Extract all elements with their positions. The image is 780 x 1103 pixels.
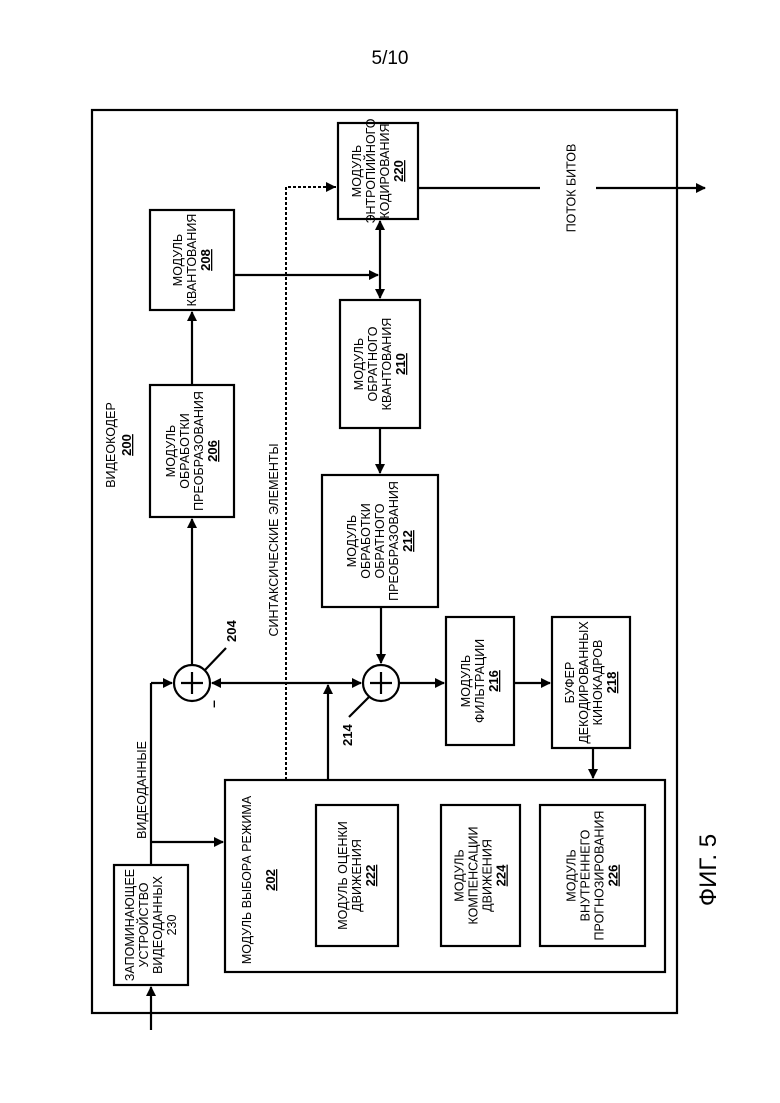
inverse-quantization-block: МОДУЛЬОБРАТНОГОКВАНТОВАНИЯ210 <box>340 300 420 428</box>
motion-compensation-block: МОДУЛЬКОМПЕНСАЦИИДВИЖЕНИЯ224 <box>441 805 520 946</box>
motion-compensation-block-ref: 224 <box>494 864 509 886</box>
inverse-quantization-block-label: МОДУЛЬ <box>352 338 366 390</box>
intra-prediction-block: МОДУЛЬВНУТРЕННЕГОПРОГНОЗИРОВАНИЯ226 <box>540 805 645 946</box>
motion-compensation-block-label: МОДУЛЬ <box>453 849 467 901</box>
inverse-quantization-block-label: ОБРАТНОГО <box>366 326 380 401</box>
inverse-transform-block-label: ОБРАТНОГО <box>373 503 387 578</box>
entropy-coding-block: МОДУЛЬЭНТРОПИЙНОГОКОДИРОВАНИЯ220 <box>338 118 418 223</box>
inverse-transform-block: МОДУЛЬОБРАБОТКИОБРАТНОГОПРЕОБРАЗОВАНИЯ21… <box>322 475 438 607</box>
video-memory-block: ЗАПОМИНАЮЩЕЕУСТРОЙСТВОВИДЕОДАННЫХ230 <box>114 865 188 985</box>
transform-block: МОДУЛЬОБРАБОТКИПРЕОБРАЗОВАНИЯ206 <box>150 385 234 517</box>
decoded-picture-buffer-block-label: БУФЕР <box>563 662 577 704</box>
motion-estimation-block: МОДУЛЬ ОЦЕНКИДВИЖЕНИЯ222 <box>316 805 398 946</box>
motion-estimation-block-label: ДВИЖЕНИЯ <box>350 839 364 912</box>
entropy-coding-block-label: ЭНТРОПИЙНОГО <box>363 118 378 223</box>
decoded-picture-buffer-block-label: ДЕКОДИРОВАННЫХ <box>577 621 591 744</box>
inverse-transform-block-label: ПРЕОБРАЗОВАНИЯ <box>387 481 401 601</box>
inverse-quantization-block-ref: 210 <box>393 353 408 375</box>
filter-block-ref: 216 <box>486 670 501 692</box>
decoded-picture-buffer-block-ref: 218 <box>604 672 619 694</box>
transform-block-ref: 206 <box>205 440 220 462</box>
encoder-title-text: ВИДЕОКОДЕР <box>104 402 118 488</box>
intra-prediction-block-label: ВНУТРЕННЕГО <box>579 829 593 921</box>
adder-214-ref: 214 <box>340 724 355 746</box>
transform-block-label: ПРЕОБРАЗОВАНИЯ <box>192 391 206 511</box>
entropy-coding-block-ref: 220 <box>391 160 406 182</box>
decoded-picture-buffer-block: БУФЕРДЕКОДИРОВАННЫХКИНОКАДРОВ218 <box>552 617 630 748</box>
encoder-ref: 200 <box>119 434 134 456</box>
inverse-transform-block-ref: 212 <box>400 530 415 552</box>
quantization-block: МОДУЛЬКВАНТОВАНИЯ208 <box>150 210 234 310</box>
mode-select-ref: 202 <box>263 869 278 891</box>
inverse-transform-block-label: МОДУЛЬ <box>345 515 359 567</box>
syntax-elements-label: СИНТАКСИЧЕСКИЕ ЭЛЕМЕНТЫ <box>267 443 281 636</box>
inverse-transform-block-label: ОБРАБОТКИ <box>359 503 373 578</box>
mode-select-title: МОДУЛЬ ВЫБОРА РЕЖИМА <box>240 795 254 964</box>
bitstream-label: ПОТОК БИТОВ <box>564 144 578 233</box>
figure-label: ФИГ. 5 <box>695 834 722 906</box>
adder-204-ref: 204 <box>224 620 239 642</box>
video-memory-block-label: 230 <box>165 915 179 936</box>
intra-prediction-block-ref: 226 <box>606 865 621 887</box>
decoded-picture-buffer-block-label: КИНОКАДРОВ <box>591 640 605 726</box>
video-data-label: ВИДЕОДАННЫЕ <box>135 741 149 839</box>
quantization-block-label: КВАНТОВАНИЯ <box>185 214 199 307</box>
filter-block-label: МОДУЛЬ <box>459 655 473 707</box>
inverse-quantization-block-label: КВАНТОВАНИЯ <box>380 318 394 411</box>
motion-compensation-block-label: КОМПЕНСАЦИИ <box>467 827 481 925</box>
motion-estimation-block-ref: 222 <box>363 865 378 887</box>
motion-compensation-block-label: ДВИЖЕНИЯ <box>481 839 495 912</box>
video-memory-block-label: УСТРОЙСТВО <box>136 882 151 967</box>
intra-prediction-block-label: МОДУЛЬ <box>565 849 579 901</box>
minus-sign: – <box>205 700 221 708</box>
quantization-block-ref: 208 <box>198 249 213 271</box>
entropy-coding-block-label: КОДИРОВАНИЯ <box>378 123 392 218</box>
page-label: 5/10 <box>372 48 409 69</box>
quantization-block-label: МОДУЛЬ <box>171 234 185 286</box>
transform-block-label: МОДУЛЬ <box>164 425 178 477</box>
motion-estimation-block-label: МОДУЛЬ ОЦЕНКИ <box>336 821 350 929</box>
video-memory-block-label: ЗАПОМИНАЮЩЕЕ <box>123 869 137 981</box>
transform-block-label: ОБРАБОТКИ <box>178 413 192 488</box>
filter-block-label: ФИЛЬТРАЦИИ <box>473 639 487 723</box>
video-memory-block-label: ВИДЕОДАННЫХ <box>151 875 165 973</box>
entropy-coding-block-label: МОДУЛЬ <box>350 145 364 197</box>
intra-prediction-block-label: ПРОГНОЗИРОВАНИЯ <box>593 811 607 941</box>
filter-block: МОДУЛЬФИЛЬТРАЦИИ216 <box>446 617 514 745</box>
